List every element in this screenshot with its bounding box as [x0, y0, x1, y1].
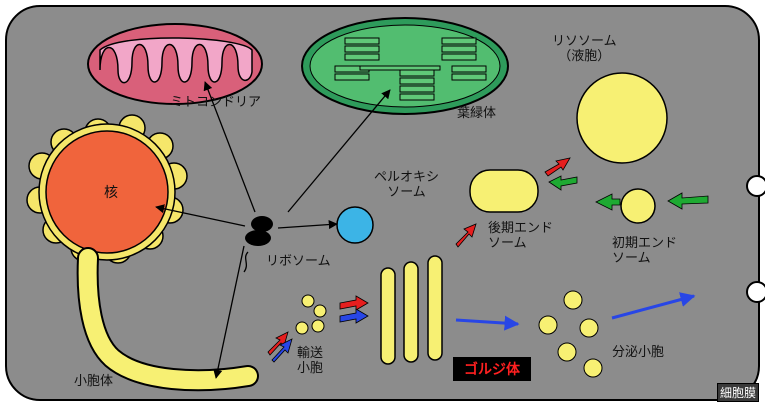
lysosome-label-line2: （液胞）	[552, 49, 617, 64]
early-endosome-label: 初期エンド ソーム	[612, 236, 677, 266]
late-endosome-label-line1: 後期エンド	[488, 221, 553, 236]
late-endosome-label: 後期エンド ソーム	[488, 221, 553, 251]
late-endosome-label-line2: ソーム	[488, 236, 553, 251]
cell-membrane-label: 細胞膜	[717, 383, 759, 402]
peroxisome-label-line2: ソーム	[374, 185, 439, 200]
peroxisome-label-line1: ペルオキシ	[374, 170, 439, 185]
mitochondria-label: ミトコンドリア	[170, 95, 261, 110]
golgi-label-box: ゴルジ体	[453, 357, 531, 381]
late-endosome-shape	[470, 170, 538, 212]
nucleus-label: 核	[104, 186, 118, 201]
secretory-vesicle-label: 分泌小胞	[612, 345, 664, 360]
ribosome-label: リボソーム	[266, 254, 331, 269]
mitochondria-shape	[88, 24, 262, 104]
lysosome-shape	[577, 73, 667, 163]
peroxisome-label: ペルオキシ ソーム	[374, 170, 439, 200]
lysosome-label: リソソーム （液胞）	[552, 34, 617, 64]
early-endosome-label-line1: 初期エンド	[612, 236, 677, 251]
golgi-label: ゴルジ体	[464, 359, 520, 379]
chloroplast-label: 葉緑体	[457, 106, 496, 121]
golgi-shape	[381, 256, 442, 364]
transport-vesicle-label: 輸送 小胞	[297, 346, 323, 376]
peroxisome-shape	[337, 207, 373, 243]
early-endosome-label-line2: ソーム	[612, 251, 677, 266]
chloroplast-shape	[302, 18, 508, 114]
transport-vesicle-label-line2: 小胞	[297, 361, 323, 376]
early-endosome-shape	[621, 189, 655, 223]
lysosome-label-line1: リソソーム	[552, 34, 617, 49]
membrane-notch-upper	[747, 176, 765, 196]
transport-vesicle-label-line1: 輸送	[297, 346, 323, 361]
er-label: 小胞体	[74, 374, 113, 389]
membrane-notch-lower	[747, 282, 765, 302]
